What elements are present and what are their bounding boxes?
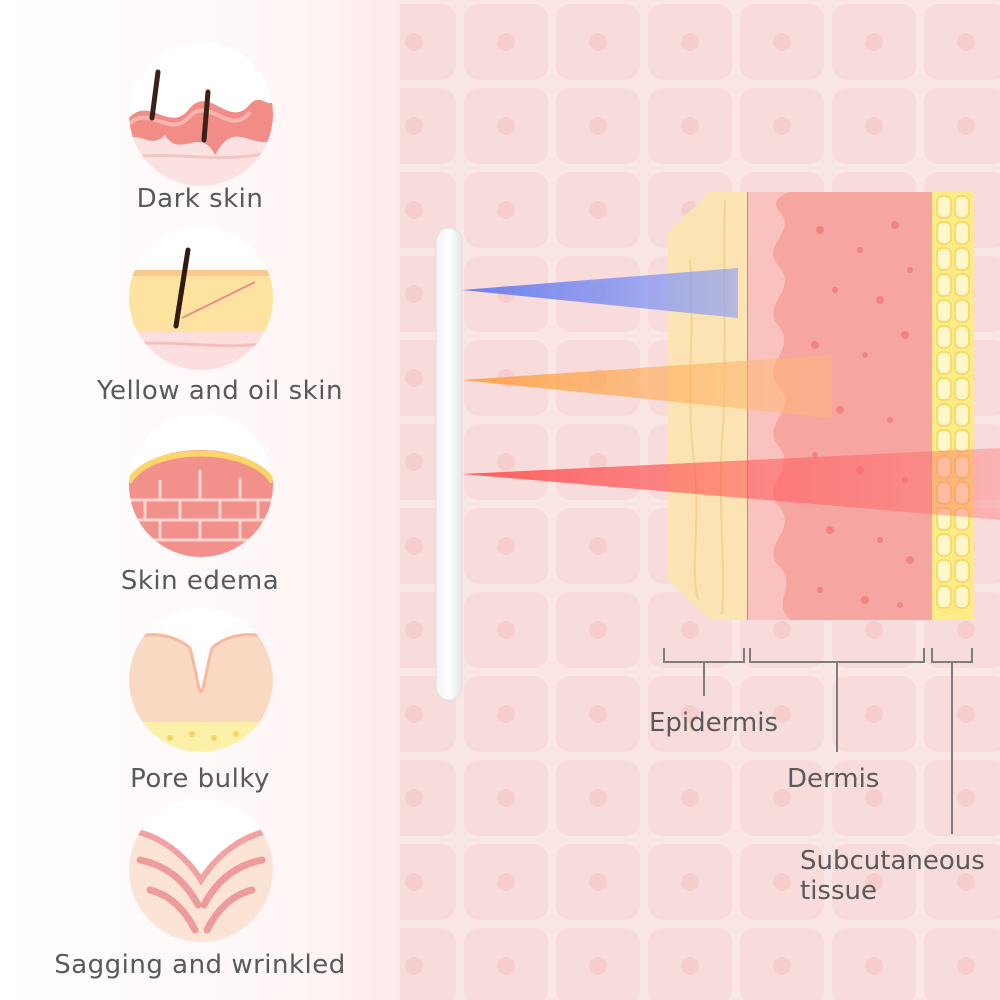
condition-label-sagging-wrinkled: Sagging and wrinkled [54, 950, 346, 980]
subcutaneous-tissue-label: Subcutaneous tissue [800, 846, 985, 906]
subcutaneous-label-line2: tissue [800, 876, 877, 906]
layer-brackets [663, 648, 973, 834]
sagging-wrinkled-icon [129, 798, 273, 942]
pore-bulky-icon [129, 608, 273, 752]
orange-light-beam [462, 355, 832, 418]
dermis-label: Dermis [787, 764, 880, 794]
condition-label-pore-bulky: Pore bulky [130, 764, 270, 794]
condition-label-dark-skin: Dark skin [136, 184, 264, 214]
red-light-beam [462, 448, 1000, 520]
condition-label-skin-edema: Skin edema [120, 566, 280, 596]
condition-label-yellow-oil-skin: Yellow and oil skin [97, 376, 343, 406]
blue-light-beam [462, 268, 738, 318]
subcutaneous-label-line1: Subcutaneous [800, 846, 985, 876]
epidermis-label: Epidermis [649, 708, 778, 738]
led-device-wand [435, 227, 463, 701]
skin-edema-icon [129, 413, 273, 557]
